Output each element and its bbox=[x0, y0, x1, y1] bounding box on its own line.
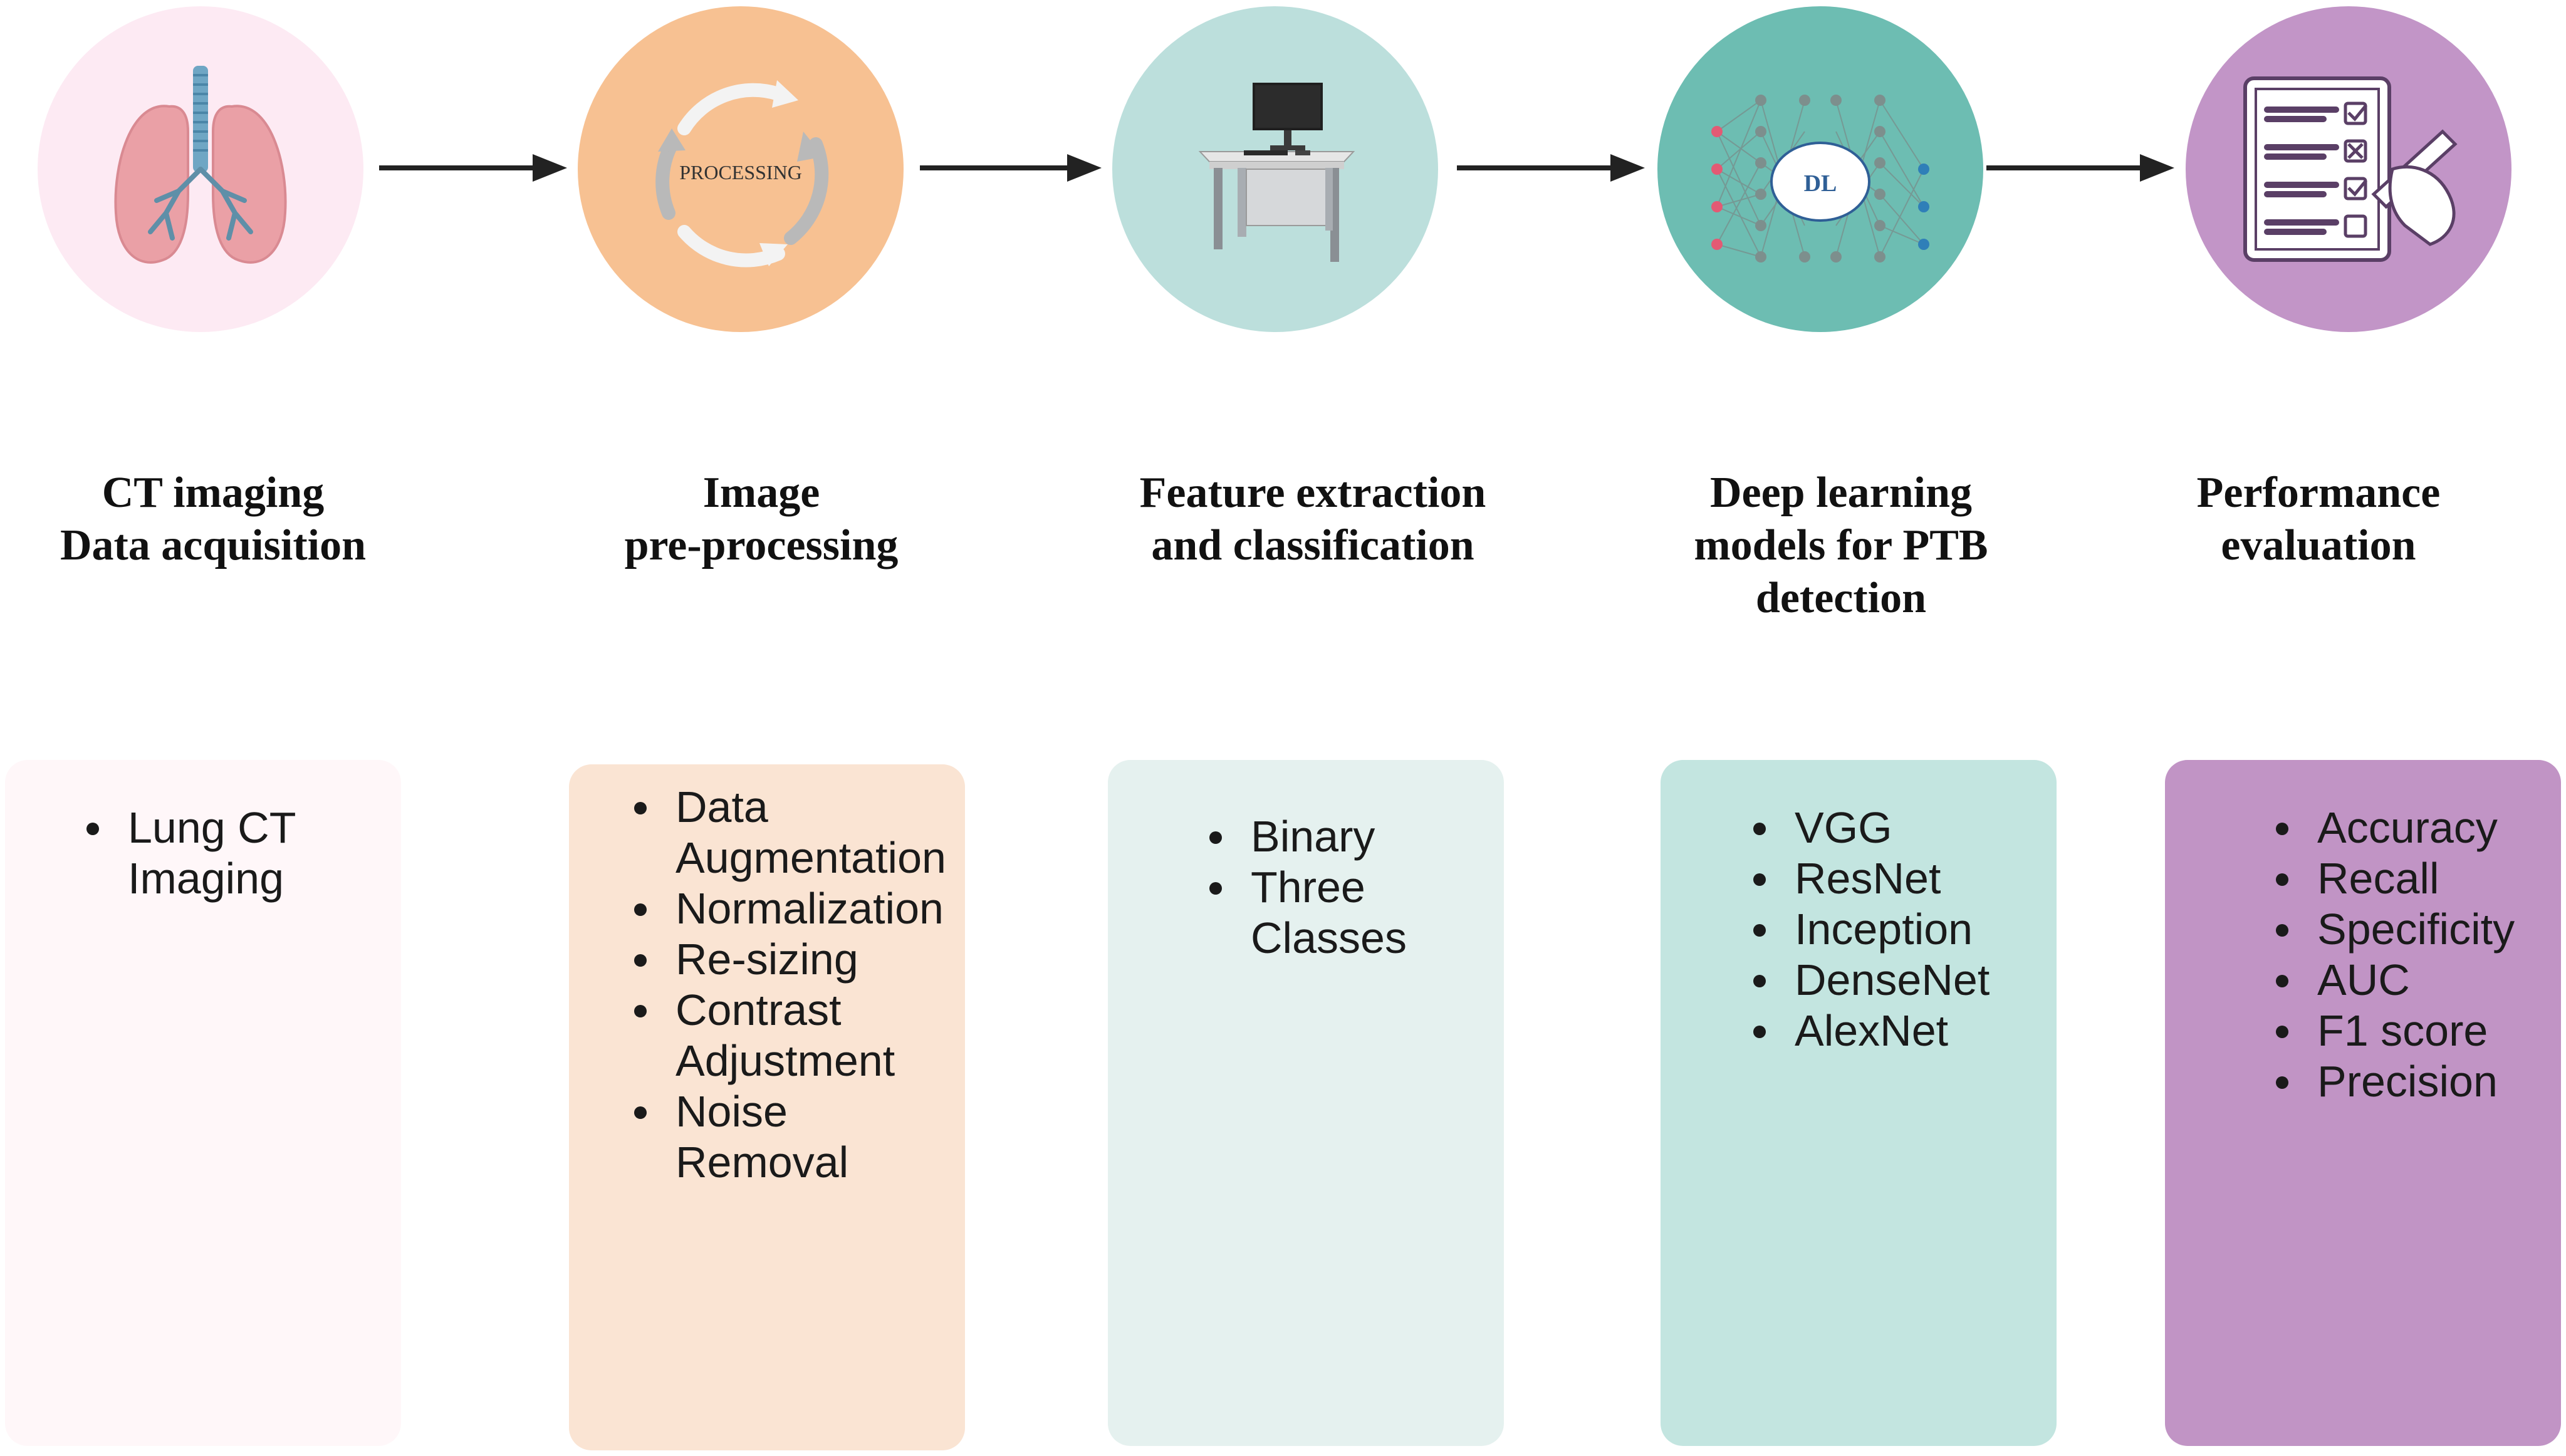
list-item-line: ResNet bbox=[1795, 854, 1941, 903]
list-item-line: Augmentation bbox=[675, 833, 946, 882]
step-1-title: CT imaging Data acquisition bbox=[0, 467, 426, 572]
title-line: models for PTB bbox=[1694, 521, 1988, 569]
list-item-line: Lung CT bbox=[128, 803, 296, 852]
lungs-icon bbox=[38, 6, 363, 332]
list-item-line: VGG bbox=[1795, 803, 1892, 852]
list-item-line: Precision bbox=[2317, 1057, 2498, 1106]
list-item-line: Removal bbox=[675, 1138, 849, 1187]
step-3-title: Feature extraction and classification bbox=[1100, 467, 1526, 572]
step-1-card: Lung CT Imaging bbox=[5, 760, 401, 1446]
processing-cycle-icon: PROCESSING bbox=[578, 6, 904, 332]
list-item-line: DenseNet bbox=[1795, 955, 1990, 1004]
step-3-circle bbox=[1112, 6, 1438, 332]
step-4-circle: DL bbox=[1657, 6, 1983, 332]
title-line: Deep learning bbox=[1709, 469, 1973, 517]
list-item-line: Binary bbox=[1251, 812, 1375, 861]
list-item: Contrast Adjustment bbox=[634, 985, 965, 1086]
list-item-line: F1 score bbox=[2317, 1006, 2488, 1055]
step-1-list: Lung CT Imaging bbox=[5, 760, 401, 904]
title-line: Feature extraction bbox=[1139, 469, 1486, 517]
computer-desk-icon bbox=[1112, 6, 1438, 332]
step-4-title: Deep learning models for PTB detection bbox=[1628, 467, 2054, 625]
dl-label: DL bbox=[1804, 170, 1837, 197]
step-1-circle bbox=[38, 6, 363, 332]
list-item: Specificity bbox=[2276, 904, 2561, 955]
list-item-line: Noise bbox=[675, 1087, 788, 1136]
list-item-line: Imaging bbox=[128, 854, 284, 903]
list-item: Re-sizing bbox=[634, 934, 965, 985]
list-item: VGG bbox=[1753, 803, 2057, 853]
step-2-circle: PROCESSING bbox=[578, 6, 904, 332]
list-item: Noise Removal bbox=[634, 1086, 965, 1188]
title-line: Performance bbox=[2196, 469, 2441, 517]
step-5-list: Accuracy Recall Specificity AUC F1 score… bbox=[2165, 760, 2561, 1107]
list-item-line: Recall bbox=[2317, 854, 2439, 903]
list-item-line: Classes bbox=[1251, 913, 1407, 962]
list-item: Precision bbox=[2276, 1056, 2561, 1107]
step-5-card: Accuracy Recall Specificity AUC F1 score… bbox=[2165, 760, 2561, 1446]
list-item-line: Accuracy bbox=[2317, 803, 2498, 852]
list-item: Three Classes bbox=[1209, 862, 1504, 964]
step-2-list: Data Augmentation Normalization Re-sizin… bbox=[569, 764, 965, 1188]
title-line: detection bbox=[1755, 574, 1927, 622]
list-item: F1 score bbox=[2276, 1006, 2561, 1056]
step-3-list: Binary Three Classes bbox=[1108, 760, 1504, 964]
list-item-line: Inception bbox=[1795, 905, 1973, 954]
arrow-right-icon bbox=[379, 154, 567, 182]
list-item-line: AUC bbox=[2317, 955, 2410, 1004]
arrow-1 bbox=[379, 149, 567, 187]
processing-label: PROCESSING bbox=[679, 161, 802, 184]
list-item: ResNet bbox=[1753, 853, 2057, 904]
list-item-line: Specificity bbox=[2317, 905, 2515, 954]
title-line: Image bbox=[702, 469, 820, 517]
step-5-circle bbox=[2186, 6, 2511, 332]
list-item-line: Contrast bbox=[675, 985, 842, 1034]
list-item: Normalization bbox=[634, 883, 965, 934]
title-line: pre-processing bbox=[624, 521, 899, 569]
list-item-line: Re-sizing bbox=[675, 935, 858, 984]
list-item: Binary bbox=[1209, 811, 1504, 862]
list-item-line: Three bbox=[1251, 863, 1365, 912]
list-item: AUC bbox=[2276, 955, 2561, 1006]
title-line: evaluation bbox=[2221, 521, 2416, 569]
list-item: Recall bbox=[2276, 853, 2561, 904]
step-2-title: Image pre-processing bbox=[548, 467, 974, 572]
list-item: Data Augmentation bbox=[634, 782, 965, 883]
title-line: CT imaging bbox=[102, 469, 325, 517]
list-item-line: Data bbox=[675, 783, 768, 831]
step-4-card: VGG ResNet Inception DenseNet AlexNet bbox=[1661, 760, 2057, 1446]
list-item: Accuracy bbox=[2276, 803, 2561, 853]
step-3-card: Binary Three Classes bbox=[1108, 760, 1504, 1446]
list-item: Inception bbox=[1753, 904, 2057, 955]
arrow-4 bbox=[1986, 149, 2174, 187]
list-item: DenseNet bbox=[1753, 955, 2057, 1006]
list-item: Lung CT Imaging bbox=[86, 803, 401, 904]
arrow-right-icon bbox=[920, 154, 1102, 182]
step-4-list: VGG ResNet Inception DenseNet AlexNet bbox=[1661, 760, 2057, 1056]
checklist-icon bbox=[2186, 6, 2511, 332]
list-item-line: Adjustment bbox=[675, 1036, 895, 1085]
arrow-3 bbox=[1457, 149, 1645, 187]
title-line: Data acquisition bbox=[60, 521, 367, 569]
title-line: and classification bbox=[1151, 521, 1474, 569]
list-item-line: AlexNet bbox=[1795, 1006, 1949, 1055]
step-5-title: Performance evaluation bbox=[2105, 467, 2532, 572]
list-item: AlexNet bbox=[1753, 1006, 2057, 1056]
arrow-right-icon bbox=[1457, 154, 1645, 182]
step-2-card: Data Augmentation Normalization Re-sizin… bbox=[569, 764, 965, 1450]
arrow-2 bbox=[920, 149, 1102, 187]
arrow-right-icon bbox=[1986, 154, 2174, 182]
neural-network-icon: DL bbox=[1657, 6, 1983, 332]
list-item-line: Normalization bbox=[675, 884, 944, 933]
